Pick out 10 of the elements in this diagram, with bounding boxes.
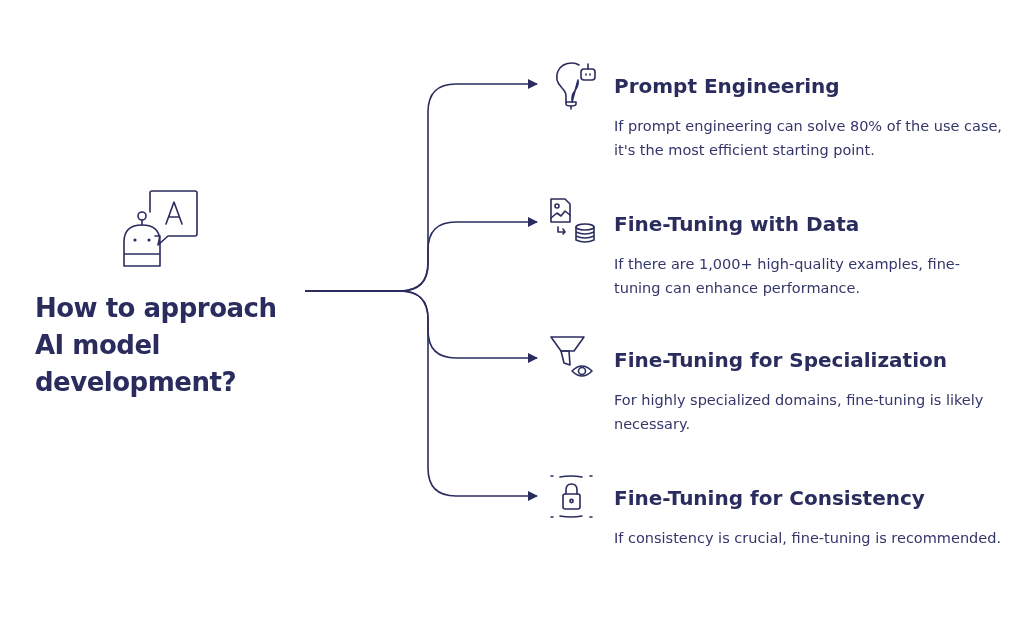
option-heading: Fine-Tuning with Data <box>614 211 860 238</box>
option-heading: Prompt Engineering <box>614 73 840 100</box>
option-heading: Fine-Tuning for Consistency <box>614 485 925 512</box>
option-heading: Fine-Tuning for Specialization <box>614 347 947 374</box>
branch-arrow <box>304 290 538 501</box>
option-description: If prompt engineering can solve 80% of the use case, it's the most efficient starting point. <box>614 117 1003 160</box>
option-description: If there are 1,000+ high-quality examples, fine-tuning can enhance performance. <box>614 255 961 298</box>
option-description: If consistency is crucial, fine-tuning is recommended. <box>614 529 1003 548</box>
option-description: For highly specialized domains, fine-tuning is likely necessary. <box>614 391 985 434</box>
question-title: How to approach AI model development? <box>35 292 278 399</box>
